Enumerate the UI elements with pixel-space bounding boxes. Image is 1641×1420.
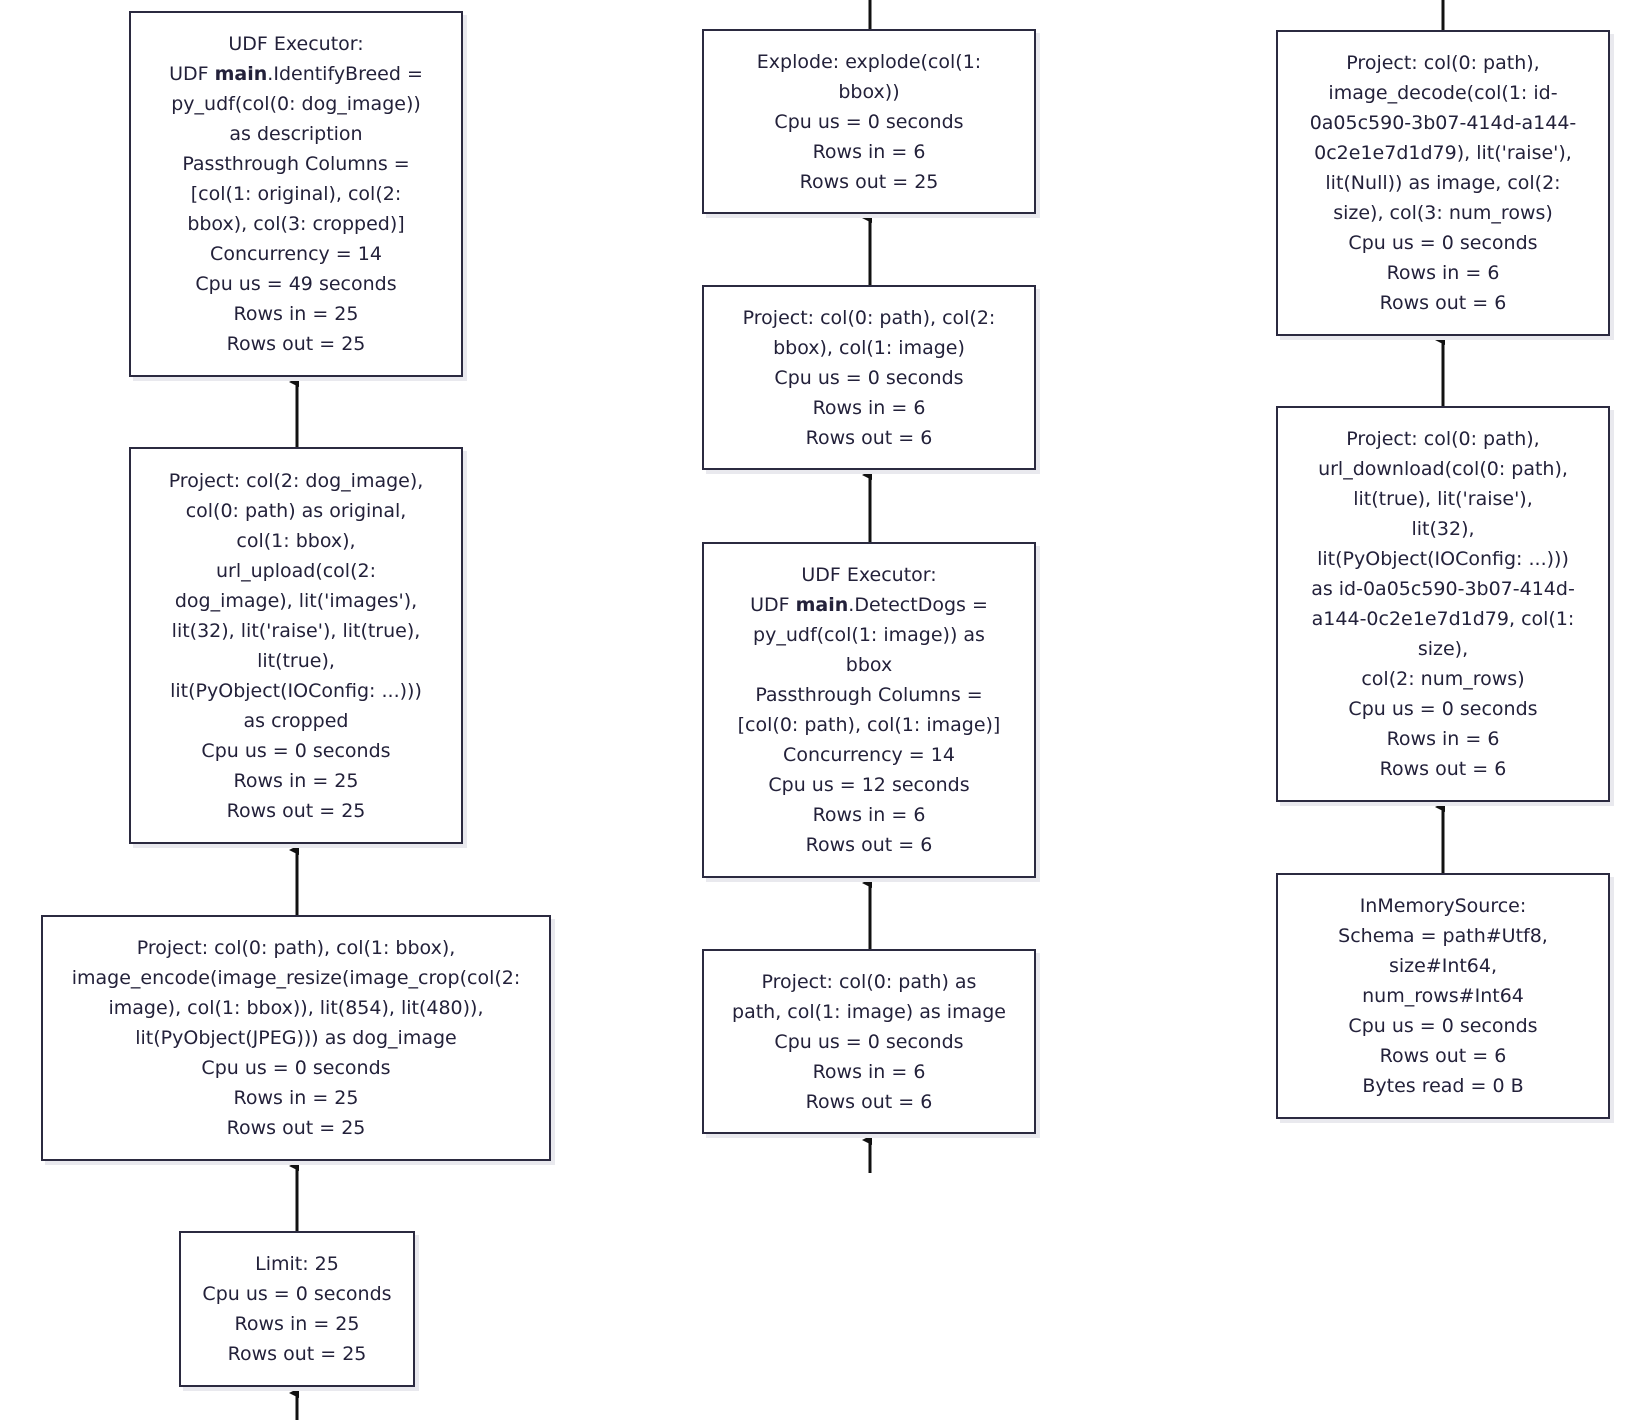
node-text-line: Cpu us = 0 seconds — [201, 739, 391, 762]
node-text-line: Bytes read = 0 B — [1362, 1075, 1524, 1097]
node-text-line: 0a05c590-3b07-414d-a144- — [1309, 112, 1577, 134]
node-text-line: Rows in = 6 — [812, 140, 926, 163]
node-text-line: col(1: bbox), — [236, 529, 356, 552]
node-text-line: [col(0: path), col(1: image)] — [737, 714, 1001, 736]
node-text-line: Rows in = 25 — [233, 303, 359, 325]
node-text-line: UDF main.DetectDogs = — [750, 594, 988, 616]
node-text-line: Rows in = 25 — [234, 1313, 360, 1335]
node-text-line: size#Int64, — [1388, 955, 1498, 977]
in-memory-source-node: InMemorySource: Schema = path#Utf8, size#I… — [1276, 873, 1610, 1119]
node-text-line: Schema = path#Utf8, — [1338, 925, 1548, 947]
node-text-line: Rows out = 25 — [226, 333, 366, 355]
node-text-line: Rows out = 25 — [226, 799, 366, 822]
node-text-line: Rows out = 25 — [226, 1117, 366, 1139]
node-text-line: bbox)) — [838, 80, 900, 103]
node-text-line: lit(PyObject(IOConfig: ...))) — [170, 679, 422, 702]
node-text-line: [col(1: original), col(2: — [190, 183, 402, 205]
node-text-line: Cpu us = 0 seconds — [202, 1283, 392, 1305]
node-text-line: 0c2e1e7d1d79), lit('raise'), — [1314, 142, 1572, 164]
project-image-encode-node: Project: col(0: path), col(1: bbox), imag… — [41, 915, 551, 1161]
node-text-line: path, col(1: image) as image — [732, 1000, 1006, 1023]
node-text-line: dog_image), lit('images'), — [174, 589, 418, 612]
node-text-line: size), — [1417, 638, 1469, 660]
node-text-line: Rows out = 6 — [1379, 292, 1507, 314]
node-text-line: col(0: path) as original, — [185, 499, 407, 522]
node-text-line: lit(Null)) as image, col(2: — [1325, 172, 1561, 194]
node-text-line: lit(PyObject(JPEG))) as dog_image — [135, 1027, 457, 1049]
node-text-line: Rows in = 6 — [812, 396, 926, 419]
node-text-line: lit(true), — [257, 649, 335, 672]
node-text-line: Concurrency = 14 — [210, 243, 382, 265]
node-text-line: Project: col(2: dog_image), — [168, 469, 424, 492]
node-text-line: lit(true), lit('raise'), — [1353, 488, 1533, 510]
project-image-decode-node: Project: col(0: path), image_decode(col(1… — [1276, 30, 1610, 336]
node-text-line: Rows in = 25 — [233, 1087, 359, 1109]
node-text-line: num_rows#Int64 — [1362, 985, 1524, 1007]
project-path-image-node: Project: col(0: path) as path, col(1: ima… — [702, 949, 1036, 1134]
node-text-line: Project: col(0: path), — [1346, 52, 1540, 74]
node-text-line: as description — [229, 123, 363, 145]
node-text-line: Passthrough Columns = — [182, 153, 410, 175]
node-text-line: Rows out = 25 — [799, 170, 939, 193]
node-text-line: as cropped — [243, 709, 349, 732]
node-text-line: Cpu us = 0 seconds — [201, 1057, 391, 1079]
udf-detect-dogs-node: UDF Executor: UDF main.DetectDogs = py_udf… — [702, 542, 1036, 878]
node-text-line: Rows in = 6 — [1386, 728, 1500, 750]
node-text-line: Project: col(0: path), col(2: — [742, 306, 996, 329]
node-text-line: UDF Executor: — [801, 564, 937, 586]
node-text-line: Cpu us = 0 seconds — [1348, 1015, 1538, 1037]
node-text-line: Project: col(0: path) as — [761, 970, 977, 993]
node-text-line: Rows in = 25 — [233, 769, 359, 792]
node-text-line: Cpu us = 0 seconds — [774, 110, 964, 133]
node-text-line: url_download(col(0: path), — [1318, 458, 1568, 480]
node-text-line: Cpu us = 0 seconds — [774, 366, 964, 389]
node-text-line: Cpu us = 0 seconds — [1348, 698, 1538, 720]
node-text-line: size), col(3: num_rows) — [1333, 202, 1553, 224]
node-text-line: InMemorySource: — [1359, 895, 1527, 917]
node-text-line: image), col(1: bbox)), lit(854), lit(480… — [108, 997, 484, 1019]
node-text-line: image_decode(col(1: id- — [1328, 82, 1558, 104]
node-text-line: Cpu us = 49 seconds — [195, 273, 397, 295]
node-text-line: Project: col(0: path), col(1: bbox), — [136, 937, 456, 959]
project-url-download-node: Project: col(0: path), url_download(col(0… — [1276, 406, 1610, 802]
node-text-line: Rows out = 6 — [805, 1090, 933, 1113]
node-text-line: image_encode(image_resize(image_crop(col… — [71, 967, 521, 989]
node-text-line: UDF Executor: — [228, 33, 364, 55]
node-text-line: lit(32), — [1411, 518, 1475, 540]
node-text-line: Rows out = 6 — [805, 834, 933, 856]
node-text-line: Cpu us = 0 seconds — [1348, 232, 1538, 254]
project-path-bbox-image-node: Project: col(0: path), col(2: bbox), col(… — [702, 285, 1036, 470]
node-text-line: py_udf(col(1: image)) as — [753, 624, 985, 646]
node-text-line: Rows out = 6 — [1379, 758, 1507, 780]
node-text-line: col(2: num_rows) — [1361, 668, 1525, 690]
explode-node: Explode: explode(col(1: bbox)) Cpu us = 0 … — [702, 29, 1036, 214]
node-text-line: a144-0c2e1e7d1d79, col(1: — [1311, 608, 1575, 630]
node-text-line: py_udf(col(0: dog_image)) — [171, 93, 421, 115]
node-text-line: Rows in = 6 — [1386, 262, 1500, 284]
node-text-line: Passthrough Columns = — [755, 684, 983, 706]
node-text-line: Project: col(0: path), — [1346, 428, 1540, 450]
node-text-line: Rows out = 25 — [227, 1343, 367, 1365]
node-text-line: Rows out = 6 — [1379, 1045, 1507, 1067]
node-text-line: lit(PyObject(IOConfig: ...))) — [1317, 548, 1569, 570]
node-text-line: UDF main.IdentifyBreed = — [169, 63, 423, 85]
node-text-line: bbox — [845, 654, 893, 676]
node-text-line: Concurrency = 14 — [783, 744, 955, 766]
node-text-line: as id-0a05c590-3b07-414d- — [1311, 578, 1575, 600]
node-text-line: Rows in = 6 — [812, 1060, 926, 1083]
node-text-line: url_upload(col(2: — [215, 559, 376, 582]
udf-identify-breed-node: UDF Executor: UDF main.IdentifyBreed = py_… — [129, 11, 463, 377]
node-text-line: bbox), col(1: image) — [773, 336, 965, 359]
node-text-line: lit(32), lit('raise'), lit(true), — [171, 619, 421, 642]
node-text-line: Cpu us = 0 seconds — [774, 1030, 964, 1053]
node-text-line: Rows out = 6 — [805, 426, 933, 449]
node-text-line: Limit: 25 — [255, 1253, 339, 1275]
node-text-line: Cpu us = 12 seconds — [768, 774, 970, 796]
node-text-line: Rows in = 6 — [812, 804, 926, 826]
node-text-line: Explode: explode(col(1: — [756, 50, 982, 73]
project-url-upload-node: Project: col(2: dog_image), col(0: path) … — [129, 447, 463, 844]
node-text-line: bbox), col(3: cropped)] — [187, 213, 405, 235]
